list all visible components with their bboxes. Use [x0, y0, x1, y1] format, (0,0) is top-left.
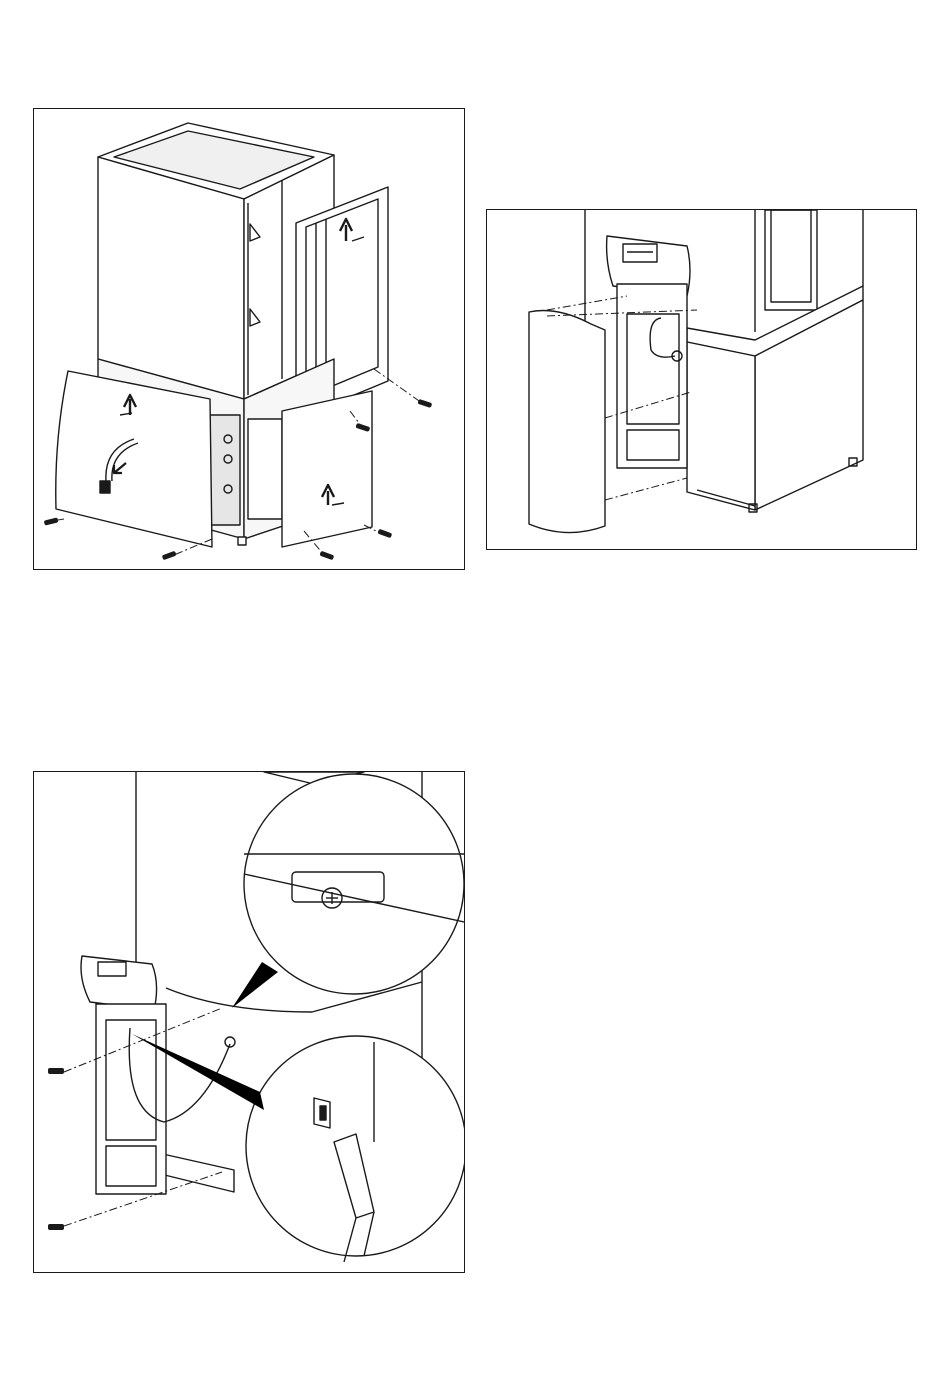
cabinet-front-upper — [98, 157, 244, 399]
screw-icon — [48, 1068, 64, 1230]
figure-mount-control-detail — [33, 771, 465, 1273]
casing-removal-illustration — [34, 109, 465, 570]
figure-remove-control-cover — [486, 209, 917, 550]
side-panel-lower — [282, 391, 372, 547]
control-cover-illustration — [487, 210, 917, 550]
magnifier-detail-icon — [244, 774, 464, 994]
mounting-detail-illustration — [34, 772, 465, 1273]
figure-remove-panels — [33, 108, 465, 570]
front-panel-lower — [56, 371, 212, 547]
front-cover — [529, 311, 605, 533]
